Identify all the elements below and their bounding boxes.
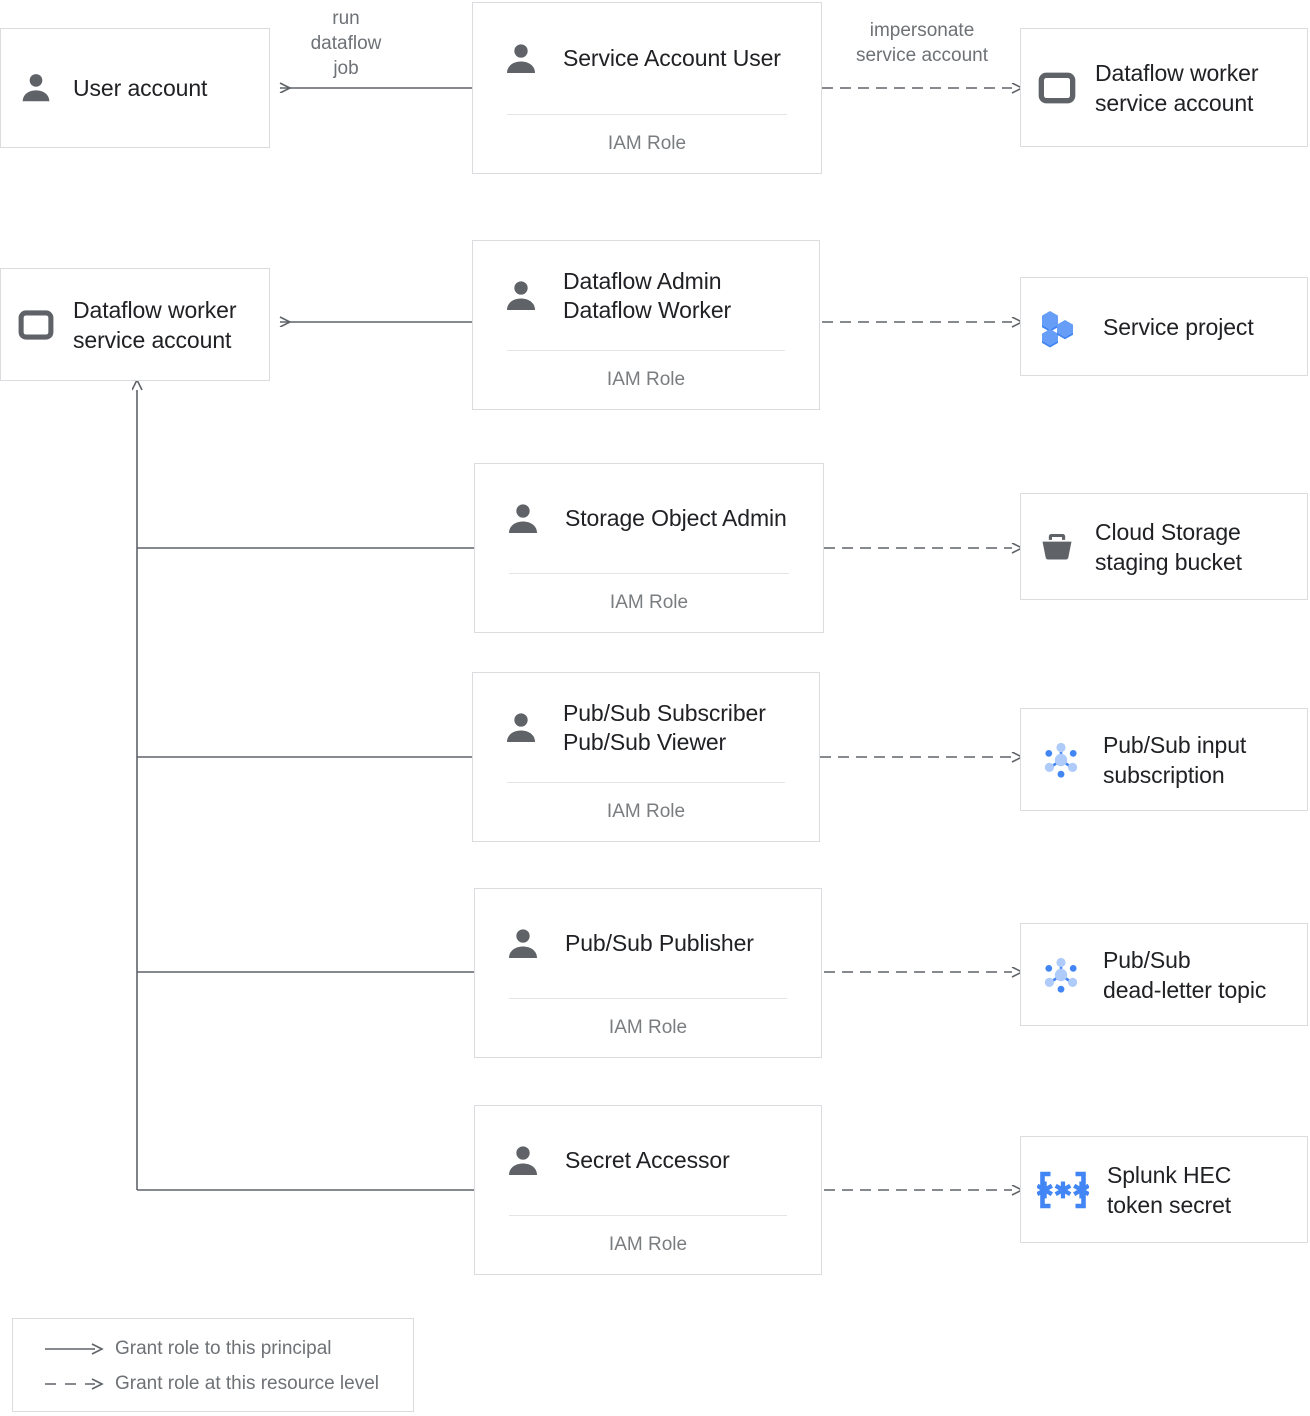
role-names: Service Account User: [563, 44, 781, 73]
edge-label-run-dataflow-job: run dataflow job: [288, 6, 404, 81]
role-card-header: Pub/Sub Subscriber Pub/Sub Viewer: [473, 673, 819, 782]
edge-label-impersonate-service-account: impersonate service account: [838, 18, 1006, 68]
role-card-divider: [507, 114, 787, 115]
role-card-footer: IAM Role: [608, 1017, 688, 1038]
resource-label: Splunk HEC token secret: [1107, 1160, 1231, 1220]
resource-label-line-1: Splunk HEC: [1107, 1161, 1232, 1188]
resource-pubsub-input-subscription[interactable]: Pub/Sub input subscription: [1020, 708, 1308, 811]
person-icon: [501, 708, 541, 748]
role-card-service-account-user[interactable]: Service Account User IAM Role: [472, 2, 822, 174]
resource-label-line-2: staging bucket: [1095, 548, 1242, 575]
role-card-header: Storage Object Admin: [475, 464, 823, 573]
legend-item-grant-role-to-principal: Grant role to this principal: [13, 1331, 413, 1366]
edge-label-line-1: run: [332, 8, 360, 29]
role-card-divider: [507, 350, 785, 351]
cloud-storage-bucket-icon: [1037, 527, 1077, 567]
edge-label-line-1: impersonate: [869, 20, 975, 41]
role-name: Pub/Sub Subscriber: [563, 699, 766, 726]
resource-splunk-hec-token-secret[interactable]: ✱✱✱ Splunk HEC token secret: [1020, 1136, 1308, 1243]
role-card-pubsub-publisher[interactable]: Pub/Sub Publisher IAM Role: [474, 888, 822, 1058]
resource-label-line-1: Pub/Sub input: [1103, 731, 1247, 758]
role-name: Secret Accessor: [565, 1147, 730, 1173]
role-card-header: Secret Accessor: [475, 1106, 821, 1215]
resource-label: Service project: [1103, 312, 1254, 342]
role-name: Dataflow Admin: [563, 267, 722, 294]
legend-label: Grant role at this resource level: [115, 1372, 380, 1394]
resource-dataflow-worker-service-account[interactable]: Dataflow worker service account: [1020, 28, 1308, 147]
pubsub-icon: [1037, 736, 1085, 784]
role-name: Storage Object Admin: [565, 505, 787, 531]
resource-label-line-2: token secret: [1107, 1191, 1232, 1218]
pubsub-icon: [1037, 951, 1085, 999]
role-card-divider: [509, 998, 787, 999]
principal-label-line-1: Dataflow worker: [73, 296, 237, 323]
person-icon: [503, 924, 543, 964]
dataflow-worker-icon: [17, 306, 55, 344]
role-card-dataflow-admin-worker[interactable]: Dataflow Admin Dataflow Worker IAM Role: [472, 240, 820, 410]
resource-pubsub-dead-letter-topic[interactable]: Pub/Sub dead-letter topic: [1020, 923, 1308, 1026]
role-names: Storage Object Admin: [565, 504, 787, 533]
resource-label: Cloud Storage staging bucket: [1095, 517, 1242, 577]
resource-label: Pub/Sub dead-letter topic: [1103, 945, 1266, 1005]
solid-arrow-icon: [43, 1342, 115, 1356]
edge-label-line-2: service account: [855, 45, 988, 66]
role-names: Pub/Sub Subscriber Pub/Sub Viewer: [563, 699, 766, 757]
resource-service-project[interactable]: Service project: [1020, 277, 1308, 376]
person-icon: [501, 39, 541, 79]
secret-manager-icon: ✱✱✱: [1037, 1168, 1089, 1212]
resource-label-line-1: Pub/Sub: [1103, 946, 1191, 973]
role-card-divider: [507, 782, 785, 783]
principal-label-line-2: service account: [73, 326, 232, 353]
role-card-footer: IAM Role: [606, 801, 686, 822]
person-icon: [503, 1141, 543, 1181]
role-names: Dataflow Admin Dataflow Worker: [563, 267, 731, 325]
role-card-footer: IAM Role: [608, 1234, 688, 1255]
legend-item-grant-role-at-resource-level: Grant role at this resource level: [13, 1366, 413, 1401]
role-card-header: Service Account User: [473, 3, 821, 114]
service-project-icon: [1037, 303, 1085, 351]
edge-trunk-to-dataflow-worker-sa: [137, 390, 474, 1191]
person-icon: [17, 69, 55, 107]
edge-label-line-3: job: [333, 58, 359, 79]
dataflow-worker-icon: [1037, 68, 1077, 108]
principal-user-account[interactable]: User account: [0, 28, 270, 148]
resource-label-line-1: Dataflow worker: [1095, 59, 1259, 86]
role-card-header: Pub/Sub Publisher: [475, 889, 821, 998]
role-names: Pub/Sub Publisher: [565, 929, 754, 958]
legend: Grant role to this principal Grant role …: [12, 1318, 414, 1412]
role-name: Service Account User: [563, 45, 781, 71]
role-name: Dataflow Worker: [563, 296, 732, 323]
legend-label: Grant role to this principal: [115, 1337, 332, 1359]
role-card-divider: [509, 1215, 787, 1216]
role-card-footer: IAM Role: [606, 369, 686, 390]
role-card-footer: IAM Role: [609, 592, 689, 613]
role-card-footer: IAM Role: [607, 133, 687, 154]
principal-label: User account: [73, 75, 208, 101]
principal-label: Dataflow worker service account: [73, 295, 236, 355]
role-card-divider: [509, 573, 789, 574]
role-name: Pub/Sub Viewer: [563, 728, 727, 755]
role-card-storage-object-admin[interactable]: Storage Object Admin IAM Role: [474, 463, 824, 633]
role-name: Pub/Sub Publisher: [565, 930, 754, 956]
edge-label-line-2: dataflow: [310, 33, 382, 54]
resource-label: Pub/Sub input subscription: [1103, 730, 1246, 790]
resource-label: Dataflow worker service account: [1095, 58, 1258, 118]
resource-label-line-1: Cloud Storage: [1095, 518, 1241, 545]
resource-label-line-1: Service project: [1103, 313, 1254, 340]
role-names: Secret Accessor: [565, 1146, 730, 1175]
person-icon: [503, 499, 543, 539]
role-card-pubsub-subscriber-viewer[interactable]: Pub/Sub Subscriber Pub/Sub Viewer IAM Ro…: [472, 672, 820, 842]
principal-dataflow-worker-service-account[interactable]: Dataflow worker service account: [0, 268, 270, 381]
person-icon: [501, 276, 541, 316]
resource-label-line-2: service account: [1095, 89, 1254, 116]
role-card-secret-accessor[interactable]: Secret Accessor IAM Role: [474, 1105, 822, 1275]
role-card-header: Dataflow Admin Dataflow Worker: [473, 241, 819, 350]
svg-text:✱✱✱: ✱✱✱: [1037, 1178, 1089, 1203]
resource-cloud-storage-staging-bucket[interactable]: Cloud Storage staging bucket: [1020, 493, 1308, 600]
dashed-arrow-icon: [43, 1377, 115, 1391]
resource-label-line-2: dead-letter topic: [1103, 976, 1267, 1003]
resource-label-line-2: subscription: [1103, 761, 1225, 788]
